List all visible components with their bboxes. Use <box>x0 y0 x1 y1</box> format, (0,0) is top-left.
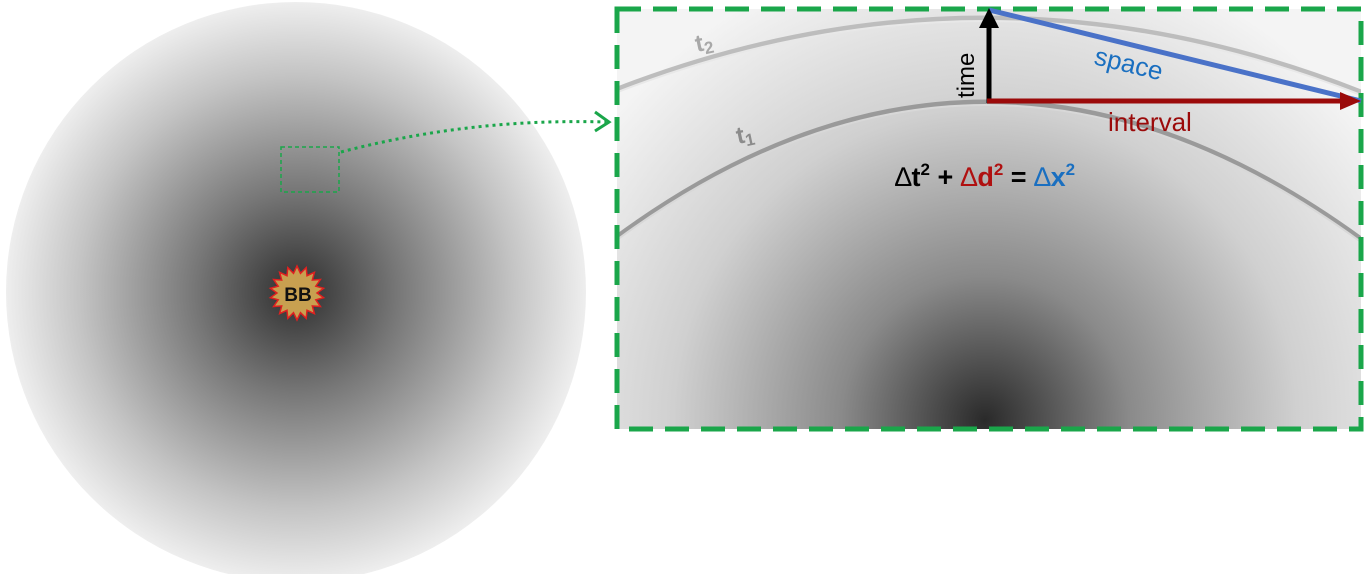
zoom-panel <box>617 9 1361 429</box>
space-line <box>988 7 1362 104</box>
zoom-region-marker <box>280 146 340 193</box>
interval-label: interval <box>1108 107 1192 137</box>
interval-arrowhead <box>1340 92 1361 110</box>
big-bang-burst <box>268 264 326 322</box>
big-bang-label: BB <box>284 285 311 306</box>
connector-arrowhead <box>594 110 612 133</box>
zoom-connector-arrow <box>340 120 607 154</box>
time-arrowhead <box>979 8 999 28</box>
time-label: time <box>953 53 980 98</box>
shell-t1 <box>617 99 1361 243</box>
interval-equation: ∆t2 + ∆d2 = ∆x2 <box>895 160 1075 192</box>
